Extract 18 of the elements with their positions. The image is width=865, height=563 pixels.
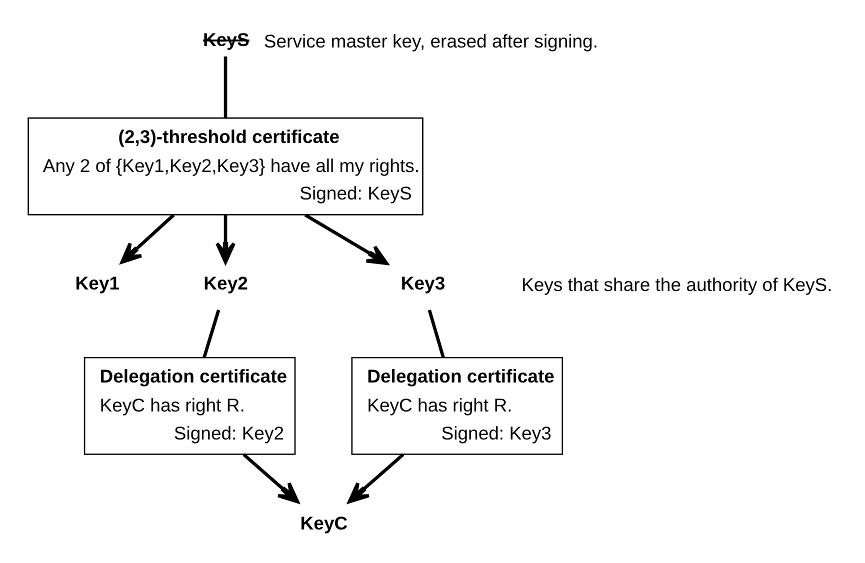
arrow: [347, 453, 404, 504]
node-box: (2,3)-threshold certificate Any 2 of {Key1,Key2,Key3} have all my rights. Signed: KeyS: [27, 117, 423, 216]
node-text: Key1: [74, 272, 120, 294]
node-text: KeyC: [300, 512, 348, 534]
connector: [427, 310, 444, 358]
connector: [202, 310, 220, 358]
node-text: KeyS: [202, 29, 249, 50]
label: Keys that share the authority of KeyS.: [520, 274, 832, 296]
node-box: Delegation certificate KeyC has right R. Signed: Key3: [350, 356, 563, 455]
connector: [223, 56, 227, 118]
arrow: [120, 214, 174, 264]
arrow: [242, 453, 299, 504]
node-label: Service master key, erased after signing.: [263, 30, 598, 52]
arrow: [304, 214, 388, 265]
node-text: Key2: [203, 272, 248, 294]
node-box: Delegation certificate KeyC has right R. Signed: Key2: [83, 356, 296, 455]
node-text: Key3: [400, 272, 445, 294]
arrow: [215, 214, 235, 264]
